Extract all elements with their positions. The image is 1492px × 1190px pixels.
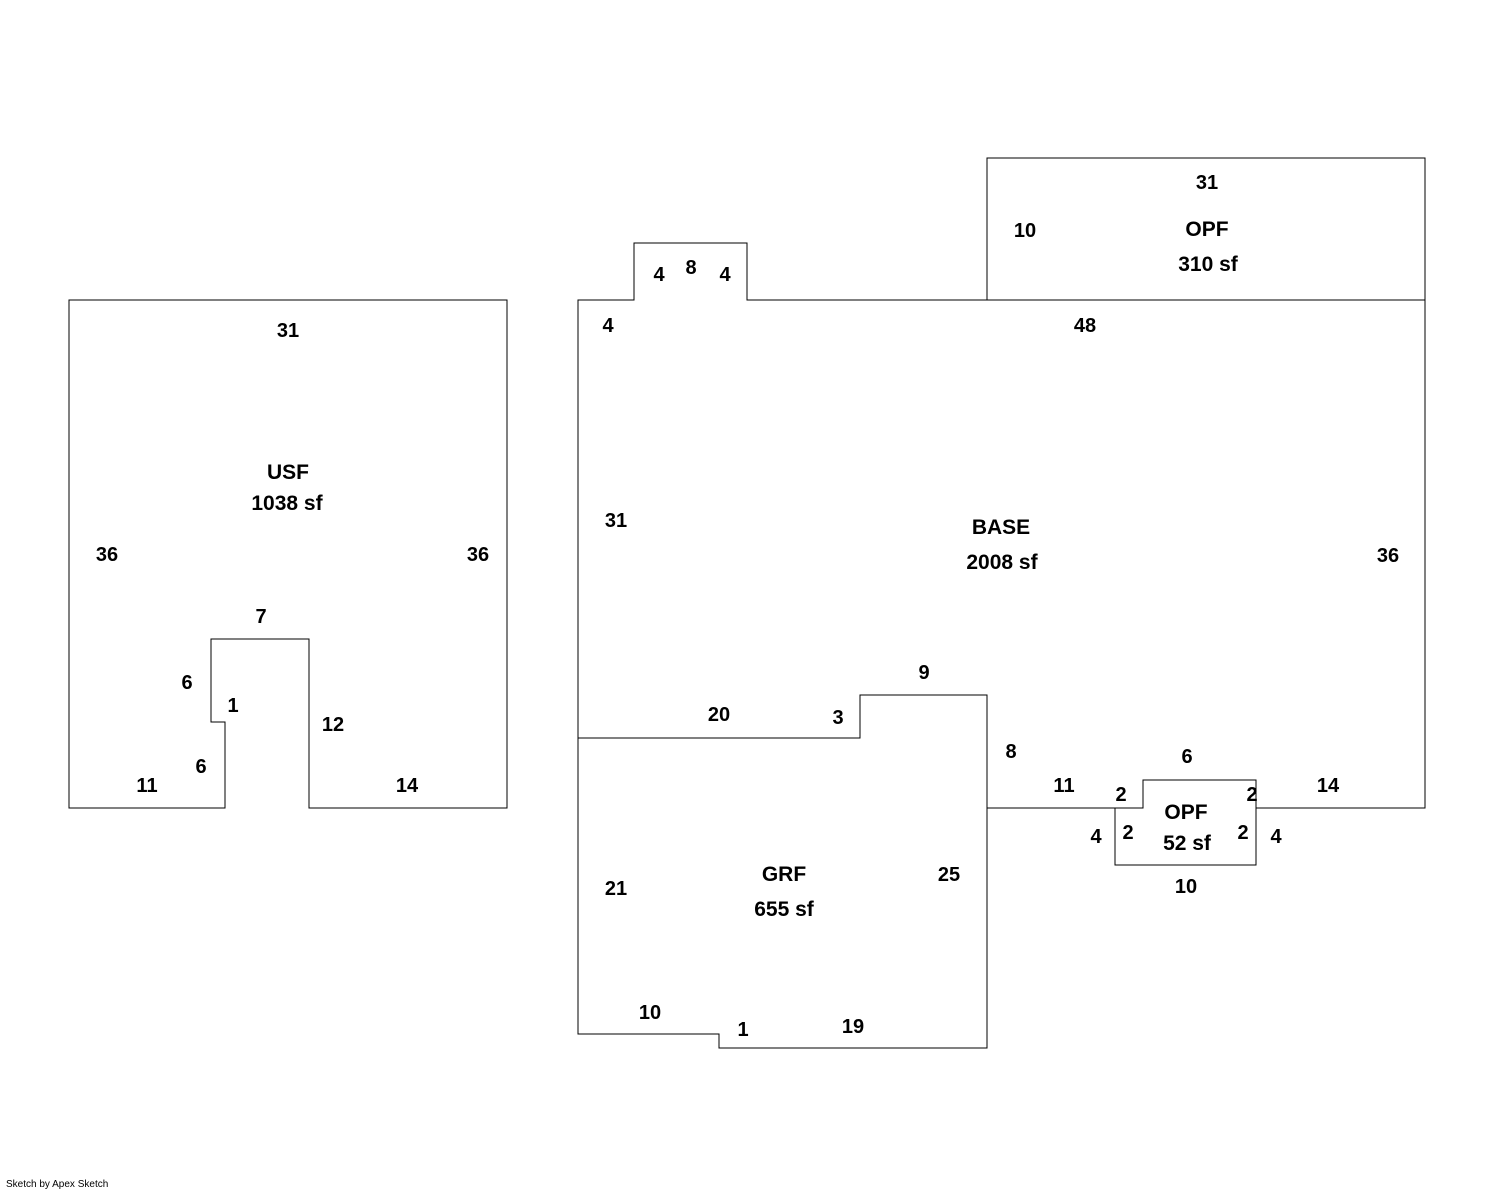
grf-area-size: 655 sf bbox=[754, 898, 815, 921]
base-dim-porch-top: 6 bbox=[1181, 746, 1192, 768]
grf-outline bbox=[577, 694, 988, 1049]
base-dim-bump-top: 8 bbox=[685, 257, 696, 279]
base-dim-bottom-left: 11 bbox=[1053, 775, 1074, 797]
base-dim-top-left: 4 bbox=[602, 315, 614, 337]
opf-small-dim-inner-right: 2 bbox=[1237, 822, 1248, 844]
usf-dim-left: 36 bbox=[96, 544, 118, 566]
usf-dim-notch-right: 12 bbox=[322, 714, 344, 736]
usf-area-size: 1038 sf bbox=[251, 492, 323, 515]
usf-dim-bottom-right: 14 bbox=[396, 775, 419, 797]
grf-dim-bottom-left: 10 bbox=[639, 1002, 661, 1024]
grf-dim-right: 25 bbox=[938, 864, 960, 886]
base-dim-garage-right: 8 bbox=[1005, 741, 1016, 763]
base-area-name: BASE bbox=[972, 516, 1030, 539]
base-dim-garage-left: 20 bbox=[708, 704, 730, 726]
usf-dim-notch-top: 7 bbox=[255, 606, 266, 628]
base-dim-porch-right: 2 bbox=[1246, 784, 1257, 806]
opf-top-area-size: 310 sf bbox=[1178, 253, 1239, 276]
usf-dim-bottom-left: 11 bbox=[136, 775, 157, 797]
usf-area-name: USF bbox=[267, 461, 309, 484]
base-dim-garage-top: 9 bbox=[918, 662, 929, 684]
opf-small-dim-outer-left: 4 bbox=[1090, 826, 1102, 848]
base-dim-bump-right: 4 bbox=[719, 264, 731, 286]
usf-outline bbox=[68, 299, 508, 809]
base-dim-right: 36 bbox=[1377, 545, 1399, 567]
sketch-credit: Sketch by Apex Sketch bbox=[6, 1179, 108, 1190]
base-dim-bump-left: 4 bbox=[653, 264, 665, 286]
opf-small-outline bbox=[1114, 779, 1257, 866]
grf-dim-bottom-right: 19 bbox=[842, 1016, 864, 1038]
opf-top-dim-left: 10 bbox=[1014, 220, 1036, 242]
grf-dim-left: 21 bbox=[605, 878, 627, 900]
usf-dim-notch-step: 1 bbox=[227, 695, 238, 717]
base-dim-porch-left: 2 bbox=[1115, 784, 1126, 806]
base-dim-garage-step: 3 bbox=[832, 707, 843, 729]
usf-dim-notch-left-upper: 6 bbox=[181, 672, 192, 694]
opf-small-area-name: OPF bbox=[1164, 801, 1207, 824]
grf-dim-step: 1 bbox=[737, 1019, 748, 1041]
opf-small-area-size: 52 sf bbox=[1163, 832, 1212, 855]
usf-dim-top: 31 bbox=[277, 320, 299, 342]
usf-dim-notch-left-lower: 6 bbox=[195, 756, 206, 778]
opf-small-dim-bottom: 10 bbox=[1175, 876, 1197, 898]
base-dim-bottom-right: 14 bbox=[1317, 775, 1340, 797]
opf-top-area-name: OPF bbox=[1185, 218, 1228, 241]
grf-area-name: GRF bbox=[762, 863, 807, 886]
usf-dim-right: 36 bbox=[467, 544, 489, 566]
base-dim-top: 48 bbox=[1074, 315, 1096, 337]
opf-small-dim-inner-left: 2 bbox=[1122, 822, 1133, 844]
opf-small-dim-outer-right: 4 bbox=[1270, 826, 1282, 848]
opf-top-dim-top: 31 bbox=[1196, 172, 1218, 194]
base-dim-left: 31 bbox=[605, 510, 627, 532]
base-area-size: 2008 sf bbox=[966, 551, 1038, 574]
